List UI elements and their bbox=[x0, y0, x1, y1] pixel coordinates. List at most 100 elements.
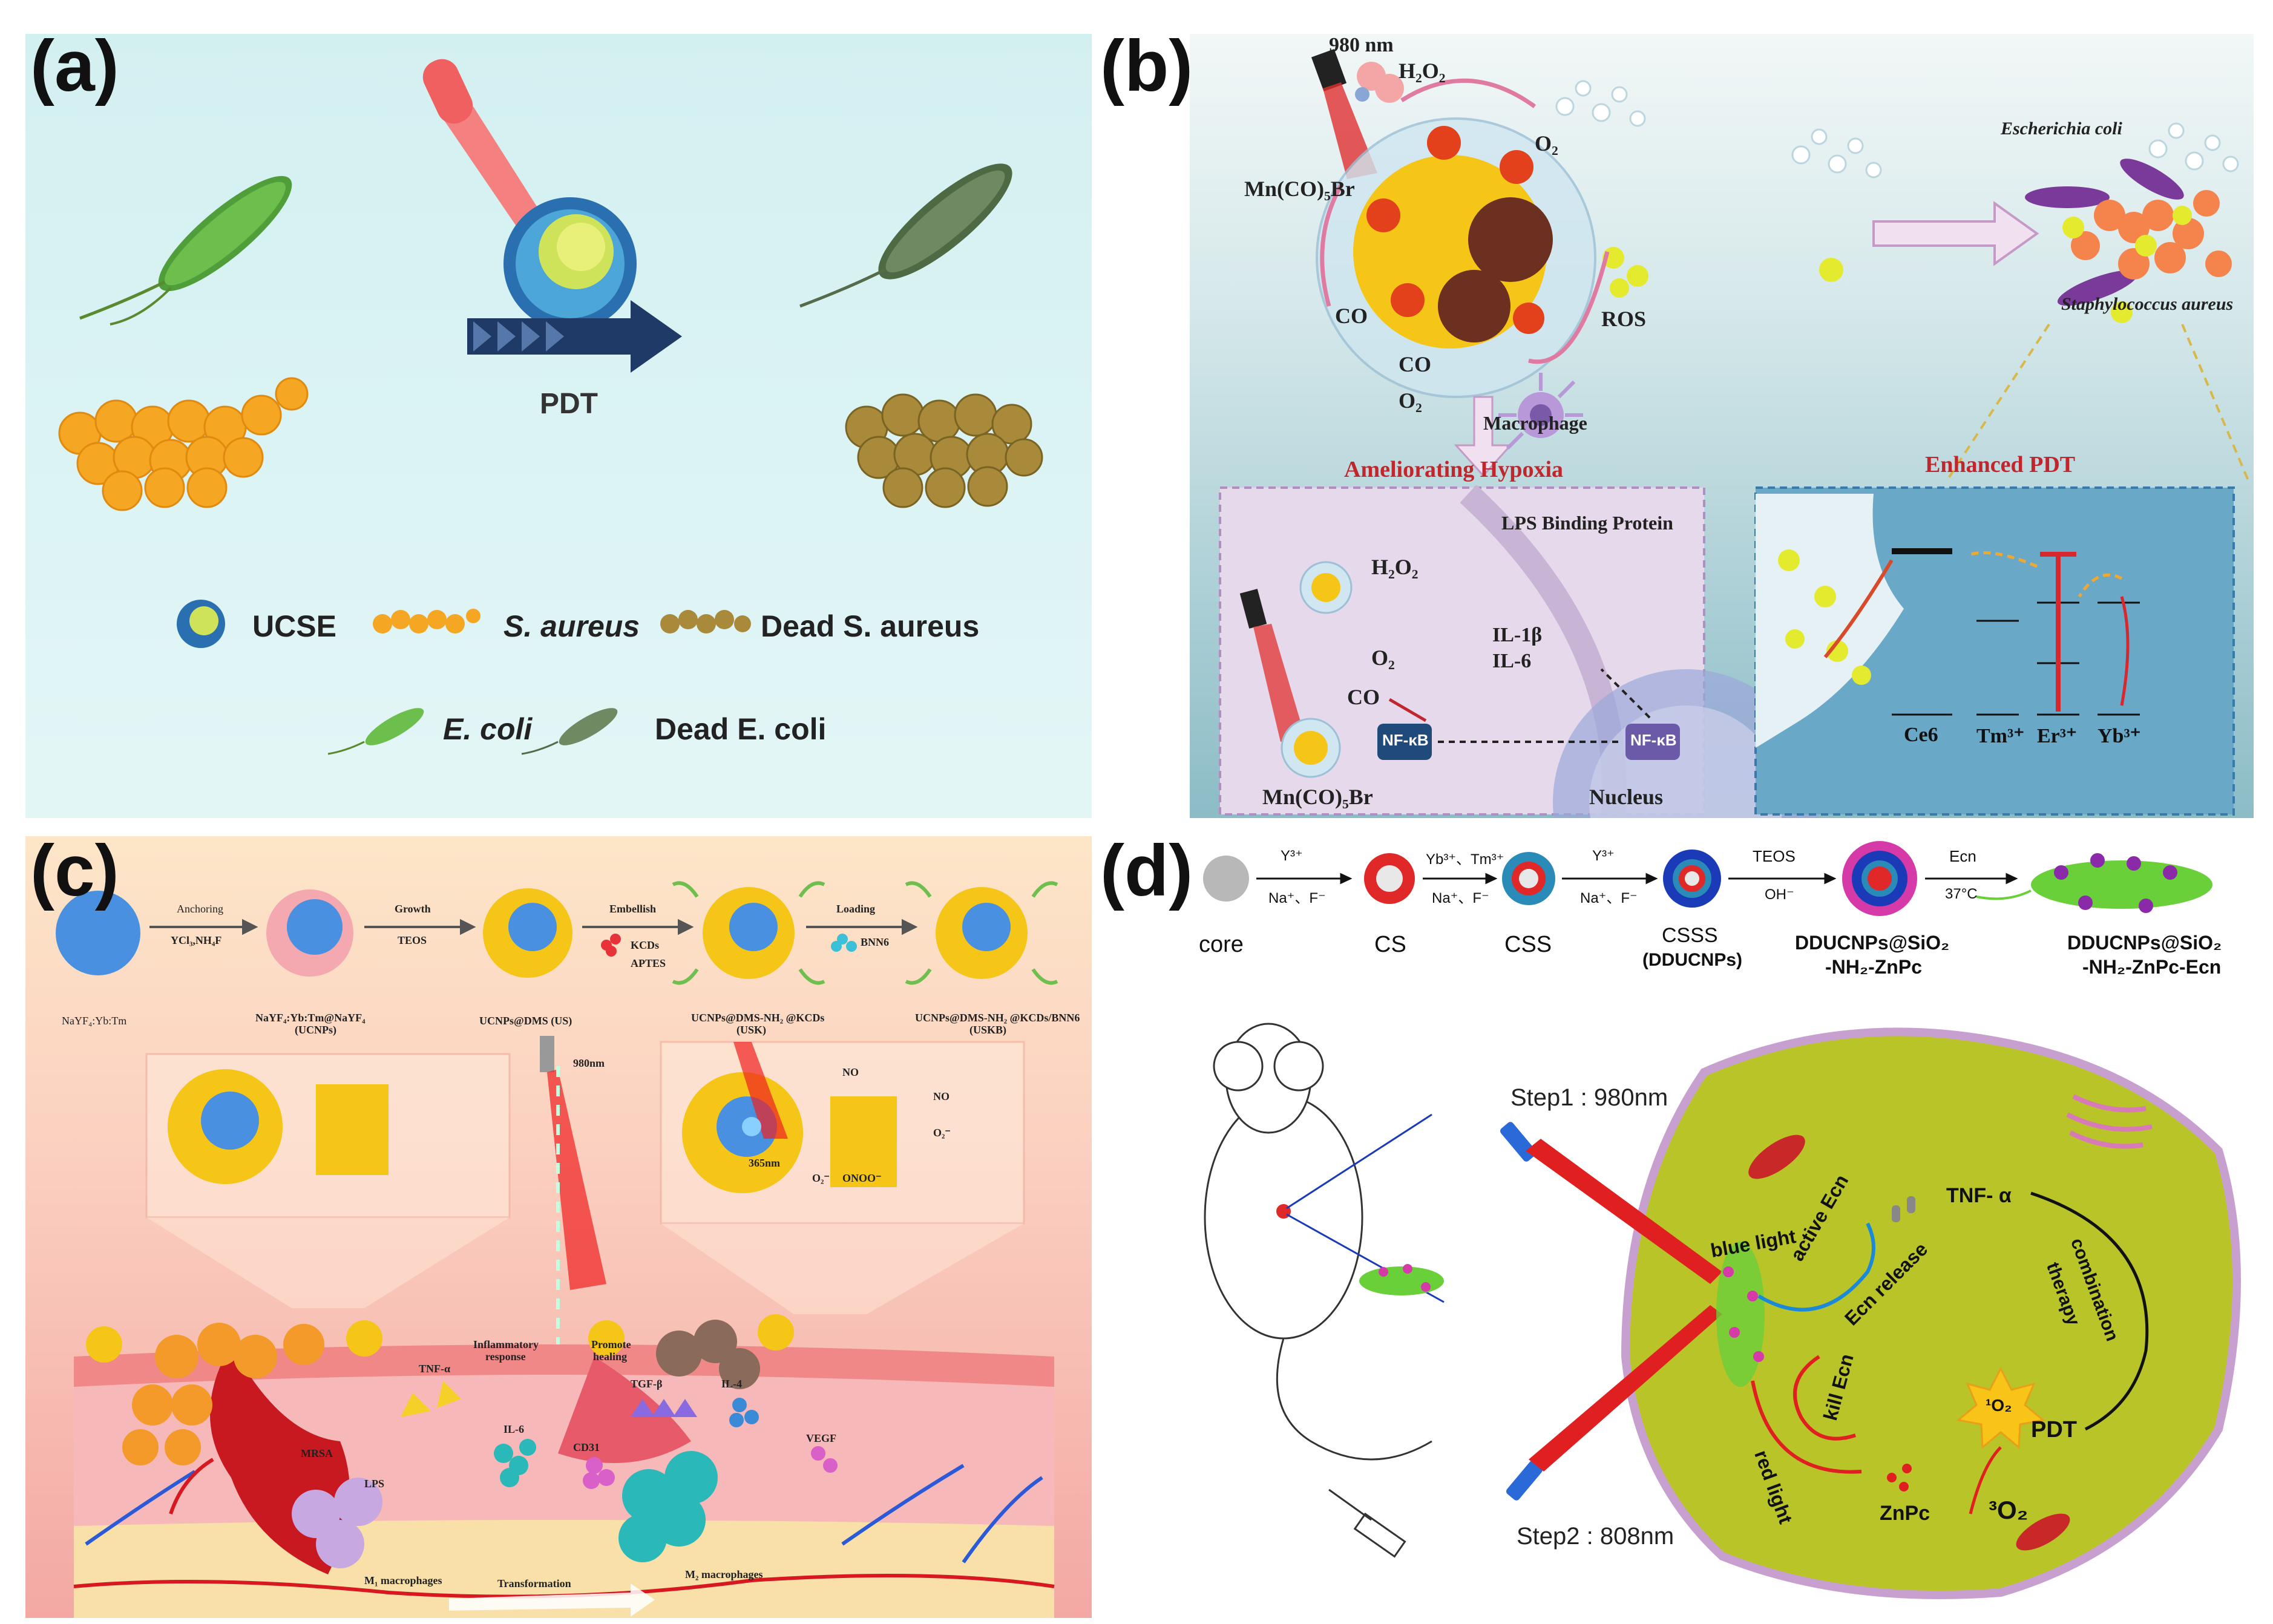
b-mnco-label: Mn(CO)₅Br bbox=[1244, 177, 1355, 201]
c-s5b-label: (USKB) bbox=[969, 1024, 1007, 1036]
legend-ucse-label: UCSE bbox=[252, 609, 336, 643]
c-s2a-label: NaYF₄:Yb:Tm@NaYF₄ bbox=[255, 1012, 366, 1024]
b-co-in-label: CO bbox=[1347, 685, 1380, 709]
legend-dead-saureus-icon bbox=[660, 610, 751, 634]
b-nfkb1-label: NF-κB bbox=[1382, 731, 1429, 749]
kill-ecn-arrow bbox=[1751, 1355, 1862, 1474]
c-s1-label: NaYF₄:Yb:Tm bbox=[62, 1015, 127, 1027]
d-y3b-label: Y³⁺ bbox=[1592, 848, 1615, 864]
b-saureus-label: Staphylococcus aureus bbox=[2061, 294, 2234, 314]
kcds-icon bbox=[601, 934, 621, 957]
c-s2b-label: (UCNPs) bbox=[295, 1024, 336, 1036]
live-saureus-cluster-icon bbox=[58, 377, 309, 511]
panel-b: 980 nm H₂O₂ O₂ Mn(CO)₅Br CO ROS CO O₂ Ma… bbox=[1190, 34, 2254, 818]
d-step2-label: Step2 : 808nm bbox=[1517, 1523, 1674, 1550]
d-core-label: core bbox=[1199, 932, 1244, 957]
legend-dead-ecoli-label: Dead E. coli bbox=[655, 712, 827, 746]
c-s4b-label: (USK) bbox=[736, 1024, 766, 1036]
zoom-box-left bbox=[145, 1053, 511, 1308]
d-p2b-label: -NH₂-ZnPc-Ecn bbox=[2082, 956, 2222, 978]
panel-d-label: (d) bbox=[1100, 830, 1193, 911]
c-laser-icon bbox=[540, 1036, 606, 1290]
b-o2-in-label: O₂ bbox=[1371, 646, 1395, 670]
bnn6-icon bbox=[831, 934, 857, 952]
b-macrophage-label: Macrophage bbox=[1483, 412, 1587, 434]
b-o2b-label: O₂ bbox=[1399, 388, 1422, 413]
legend-ecoli-label: E. coli bbox=[443, 712, 533, 746]
b-ce6-label: Ce6 bbox=[1904, 724, 1938, 746]
b-lps-label: LPS Binding Protein bbox=[1501, 512, 1673, 534]
c-kcds-label: KCDs bbox=[631, 939, 660, 951]
m2-macrophages-icon bbox=[618, 1451, 718, 1562]
panel-b-illustration bbox=[1219, 48, 2250, 818]
il4-particles-icon bbox=[729, 1398, 759, 1427]
d-p1b-label: -NH₂-ZnPc bbox=[1825, 956, 1922, 978]
legend-dead-saureus-label: Dead S. aureus bbox=[761, 609, 980, 643]
dead-saureus-cluster-icon bbox=[845, 393, 1043, 508]
b-il1b-label: IL-1β bbox=[1492, 624, 1543, 646]
dead-ecoli-icon bbox=[799, 163, 1012, 308]
singlet-oxygen-icon bbox=[1956, 1366, 2045, 1450]
c-m2-label: M₂ macrophages bbox=[685, 1568, 763, 1580]
transition-arrow-icon bbox=[1872, 201, 2039, 266]
d-ybtm-label: Yb³⁺、Tm³⁺ bbox=[1426, 851, 1504, 868]
c-inflam2-label: response bbox=[485, 1351, 526, 1363]
cd31-vegf-particles-icon bbox=[583, 1446, 838, 1489]
d-naf2-label: Na⁺、F⁻ bbox=[1432, 890, 1489, 906]
znpc-dots-icon bbox=[1887, 1464, 1912, 1491]
blood-vessels-icon bbox=[85, 1464, 1043, 1563]
mitochondria-icon bbox=[1748, 1135, 2070, 1551]
c-no1-label: NO bbox=[842, 1066, 859, 1078]
d-y3-label: Y³⁺ bbox=[1281, 848, 1303, 864]
c-onoo-label: ONOO⁻ bbox=[842, 1172, 882, 1184]
panel-c: Anchoring YCl₃,NH₄F Growth TEOS Embellis… bbox=[25, 836, 1092, 1618]
b-nfkb2-label: NF-κB bbox=[1630, 731, 1677, 749]
mouse-icon bbox=[1204, 1023, 1432, 1461]
d-naf-label: Na⁺、F⁻ bbox=[1268, 890, 1326, 906]
c-transform-label: Transformation bbox=[497, 1577, 571, 1590]
ecn-release-icon bbox=[1892, 1196, 1915, 1222]
pdt-arrow-icon bbox=[467, 300, 682, 373]
transformation-arrow-icon bbox=[449, 1583, 655, 1617]
ecn-bacterium-icon bbox=[1359, 1264, 1444, 1295]
b-mnco-in-label: Mn(CO)₅Br bbox=[1262, 785, 1373, 809]
d-o2s-label: ¹O₂ bbox=[1986, 1396, 2012, 1415]
panel-a-illustration bbox=[58, 59, 1043, 755]
cell-bacterium-icon bbox=[1716, 1242, 1765, 1387]
c-tgfb-label: TGF-β bbox=[631, 1378, 663, 1390]
nanoparticle-sphere-icon bbox=[1316, 117, 1596, 398]
c-vegf-label: VEGF bbox=[806, 1432, 837, 1444]
panel-d: Y³⁺ Na⁺、F⁻ Yb³⁺、Tm³⁺ Na⁺、F⁻ Y³⁺ Na⁺、F⁻ T… bbox=[1190, 836, 2254, 1618]
m1-macrophages-icon bbox=[292, 1478, 382, 1568]
c-980nm-label: 980nm bbox=[573, 1057, 605, 1069]
oxygen-bubbles-icon bbox=[1555, 80, 2239, 178]
h2o2-molecule-icon bbox=[1355, 62, 1404, 103]
b-er-label: Er³⁺ bbox=[2037, 725, 2077, 747]
c-m1-label: M₁ macrophages bbox=[364, 1574, 442, 1586]
macrophage-icon bbox=[1498, 373, 1583, 450]
c-teos-label: TEOS bbox=[398, 934, 427, 946]
d-synthesis-particles-icon bbox=[1203, 841, 2212, 916]
legend-saureus-icon bbox=[373, 609, 481, 634]
d-tnf-label: TNF- α bbox=[1946, 1184, 2012, 1207]
d-p2a-label: DDUCNPs@SiO₂ bbox=[2067, 932, 2222, 954]
c-promote1-label: Promote bbox=[591, 1338, 631, 1351]
b-ecoli-label: Escherichia coli bbox=[2001, 119, 2122, 139]
syringe-icon bbox=[1328, 1488, 1406, 1558]
aptes-chains-icon bbox=[672, 881, 1058, 985]
c-ycl-label: YCl₃,NH₄F bbox=[171, 934, 222, 946]
c-il6-label: IL-6 bbox=[503, 1423, 525, 1435]
legend-ucse-icon bbox=[177, 600, 225, 648]
active-ecn-arrow bbox=[1757, 1222, 1875, 1312]
d-oh-label: OH⁻ bbox=[1765, 886, 1794, 903]
il6-particles-icon bbox=[494, 1439, 536, 1487]
d-ddu-label: (DDUCNPs) bbox=[1642, 950, 1742, 970]
synthesis-particles-icon bbox=[56, 887, 1028, 979]
c-embellish-label: Embellish bbox=[609, 903, 657, 915]
b-o2-label: O₂ bbox=[1535, 131, 1558, 156]
enhanced-pdt-inset bbox=[1754, 486, 2235, 816]
d-temp-label: 37°C bbox=[1945, 886, 1978, 902]
dead-bacteria-icon bbox=[656, 1320, 760, 1389]
b-nucleus-label: Nucleus bbox=[1589, 785, 1664, 809]
pdt-label: PDT bbox=[540, 388, 598, 420]
